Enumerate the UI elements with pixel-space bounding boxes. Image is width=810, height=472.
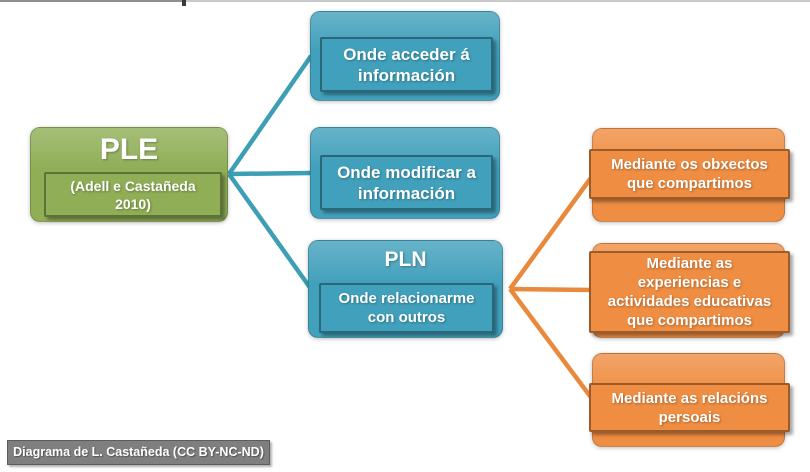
connector-pln-obxectos <box>508 173 595 291</box>
obxectos-label: Mediante os obxectos que compartimos <box>589 149 790 199</box>
ple-subtitle: (Adell e Castañeda 2010) <box>44 172 222 217</box>
node-pln: PLN Onde relacionarme con outros <box>308 240 503 338</box>
node-obxectos: Mediante os obxectos que compartimos <box>589 128 790 222</box>
modificar-label: Onde modificar a información <box>320 155 493 210</box>
acceder-label: Onde acceder á información <box>320 37 493 92</box>
connector-ple-acceder <box>227 54 313 176</box>
node-ple: PLE (Adell e Castañeda 2010) <box>30 127 228 222</box>
node-acceder: Onde acceder á información <box>310 11 500 101</box>
connector-ple-pln <box>227 172 313 291</box>
top-edge-bar-light <box>186 0 810 2</box>
pln-title: PLN <box>384 248 427 271</box>
node-modificar: Onde modificar a información <box>310 127 500 219</box>
connector-pln-relacions <box>508 287 595 402</box>
ple-title: PLE <box>99 133 159 166</box>
top-edge-bar-dark <box>0 0 186 2</box>
connector-ple-modificar <box>228 170 312 177</box>
node-experiencias: Mediante as experiencias e actividades e… <box>589 243 790 338</box>
credit-badge: Diagrama de L. Castañeda (CC BY-NC-ND) <box>7 440 270 465</box>
connector-pln-experiencias <box>509 286 594 293</box>
node-relacions: Mediante as relacións persoais <box>589 353 790 447</box>
relacions-label: Mediante as relacións persoais <box>589 383 790 432</box>
pln-label: Onde relacionarme con outros <box>319 283 494 333</box>
experiencias-label: Mediante as experiencias e actividades e… <box>589 251 790 333</box>
top-edge-tick <box>182 0 186 6</box>
